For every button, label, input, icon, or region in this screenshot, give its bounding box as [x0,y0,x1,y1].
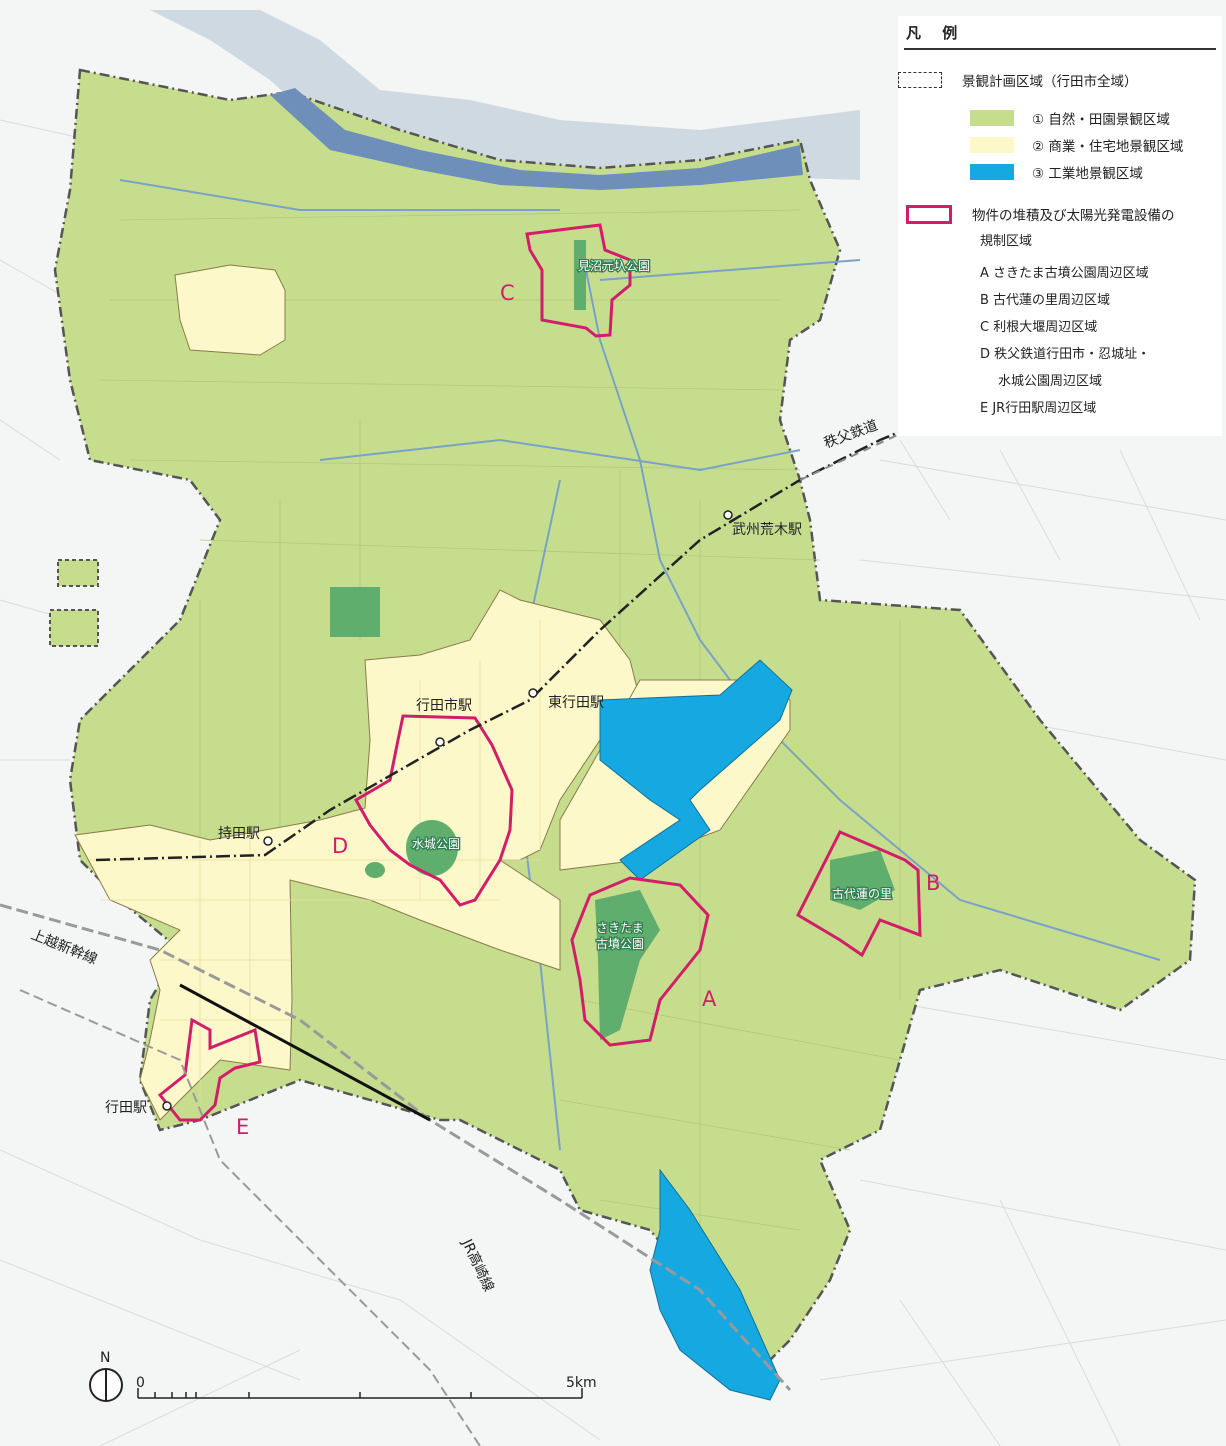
regulated-zone-a [570,876,710,1047]
legend-zone-2-label: ② 商業・住宅地景観区域 [1032,139,1184,155]
legend-zone-1-label: ① 自然・田園景観区域 [1032,112,1170,128]
rail-label-joetsu: 上越新幹線 [29,926,100,968]
station-bushu-araki-marker [723,510,733,520]
zone1-swatch [970,110,1014,126]
regulated-zones [157,223,922,1122]
parks [330,240,895,1040]
park-label-sakitama-2: 古墳公園 [596,936,644,951]
north-arrow: N [89,1350,123,1402]
zone-letter-b: B [926,871,940,895]
zone-letter-a: A [702,987,717,1011]
legend-divider [904,48,1216,50]
rail-label-chichibu: 秩父鉄道 [822,418,880,452]
station-mochida-marker [263,836,273,846]
station-gyodashi-marker [435,737,445,747]
regulated-zone-e [157,1017,262,1122]
legend-zone-row-1: ① 自然・田園景観区域 [970,108,1170,128]
regulated-zone-b [796,830,922,958]
legend-area-a: A さきたま古墳公園周辺区域 [980,266,1149,281]
isolated-parcels [49,559,99,647]
legend-area-b: B 古代蓮の里周辺区域 [980,293,1111,308]
legend-regulated-line1: 物件の堆積及び太陽光発電設備の [972,208,1175,224]
zone-letter-d: D [332,834,348,858]
legend-boundary-row: 景観計画区域（行田市全域） [898,70,1138,90]
field-lines [99,209,901,1280]
station-label-gyoda: 行田駅 [105,1100,147,1116]
station-label-mochida: 持田駅 [218,826,260,842]
station-label-bushu-araki: 武州荒木駅 [732,522,802,538]
legend-title: 凡 例 [906,24,966,42]
legend-area-d: D 秩父鉄道行田市・忍城址・ [980,347,1151,362]
park-label-kodaihasu: 古代蓮の里 [832,886,892,901]
park-label-minuma: 見沼元圦公園 [578,259,650,273]
legend-zone-row-2: ② 商業・住宅地景観区域 [970,135,1183,155]
regulated-zone-c [525,223,632,338]
legend-area-c: C 利根大堰周辺区域 [980,320,1098,335]
legend-boundary-label: 景観計画区域（行田市全域） [962,74,1138,90]
legend-zone-row-3: ③ 工業地景観区域 [970,162,1143,182]
tone-river-channel [270,88,803,190]
station-gyoda-marker [162,1101,172,1111]
background-streets [0,119,1226,1446]
legend-area-d-cont: 水城公園周辺区域 [998,374,1103,389]
zone3-swatch [970,164,1014,180]
station-markers [162,510,733,1111]
scale-bar [137,1388,583,1399]
legend-area-e: E JR行田駅周辺区域 [980,401,1097,416]
legend-regulated-row: 物件の堆積及び太陽光発電設備の [906,204,1175,224]
scale-end-label: 5km [566,1375,597,1391]
zone-letter-c: C [500,281,515,305]
boundary-swatch [898,72,942,88]
rail-label-takasaki: JR高崎線 [458,1236,497,1295]
zone2-swatch [970,137,1014,153]
park-label-sakitama-1: さきたま [596,921,644,935]
legend-regulated-line2: 規制区域 [980,234,1033,249]
takasaki-line [19,989,481,1446]
chichibu-railway [95,388,1001,862]
legend-zone-3-label: ③ 工業地景観区域 [1032,166,1143,182]
map-legend: 凡 例 景観計画区域（行田市全域） ① 自然・田園景観区域 ② 商業・住宅地景観… [898,16,1222,436]
station-label-higashi-gyoda: 東行田駅 [548,695,604,711]
regulated-zone-d [353,714,514,907]
north-label: N [100,1350,110,1366]
shinkansen-solid [179,983,431,1122]
scale-start-label: 0 [136,1375,145,1391]
station-higashi-gyoda-marker [528,688,538,698]
zone-letter-e: E [236,1115,249,1139]
tone-river-water [150,10,860,180]
regulated-swatch [906,204,952,224]
station-label-gyodashi: 行田市駅 [416,697,472,714]
park-label-suijo: 水城公園 [412,837,460,851]
